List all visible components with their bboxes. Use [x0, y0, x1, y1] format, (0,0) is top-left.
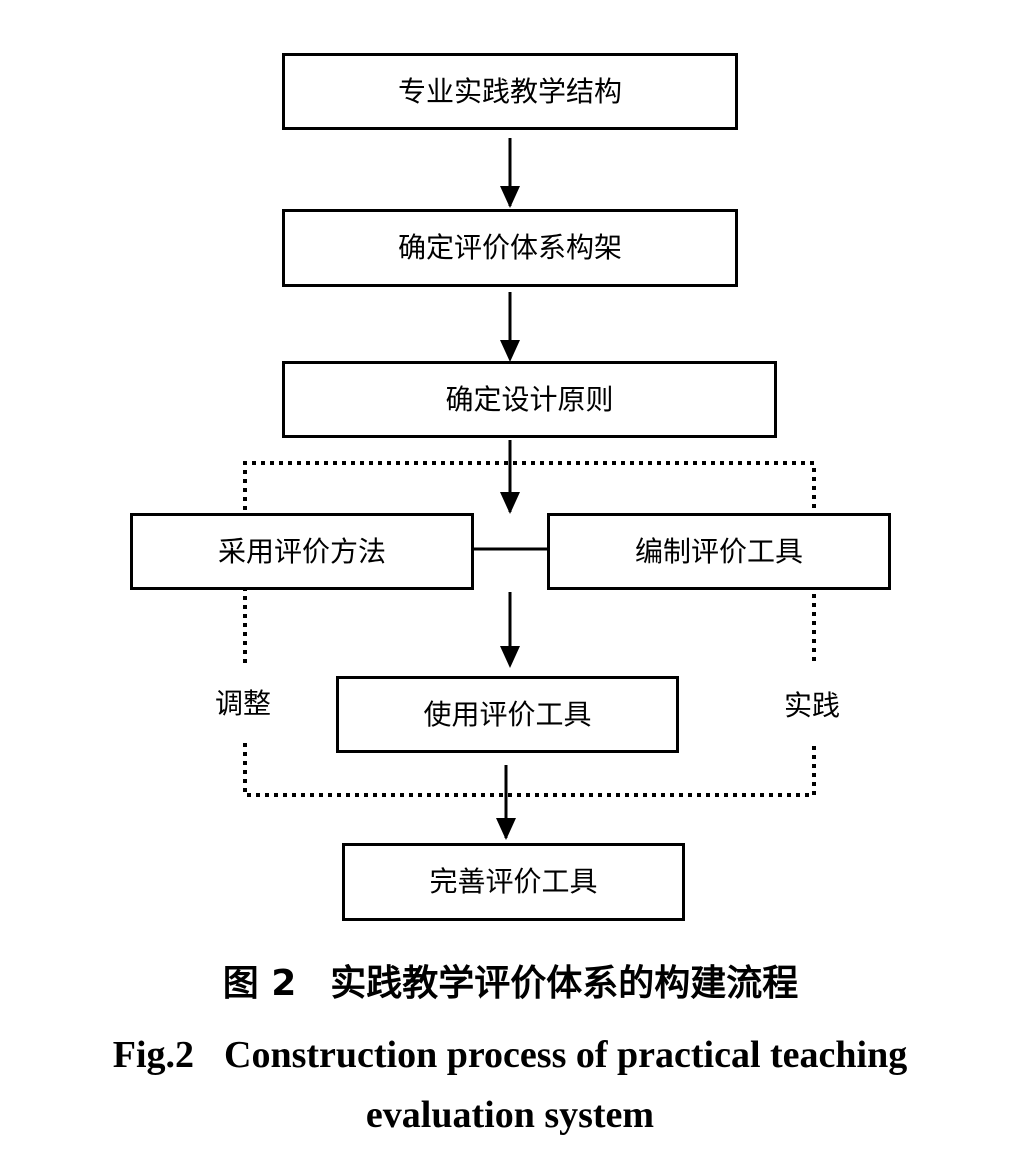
- node-methods: 采用评价方法: [130, 513, 474, 590]
- node-structure: 专业实践教学结构: [282, 53, 738, 130]
- node-improve: 完善评价工具: [342, 843, 685, 921]
- caption-en-title: Construction process of practical teachi…: [224, 1034, 908, 1136]
- node-structure-label: 专业实践教学结构: [397, 74, 622, 108]
- node-principles: 确定设计原则: [282, 361, 777, 438]
- caption-chinese: 图 2 实践教学评价体系的构建流程: [0, 960, 1021, 1008]
- arrowhead-2: [500, 340, 520, 362]
- node-framework-label: 确定评价体系构架: [397, 231, 622, 264]
- node-use: 使用评价工具: [336, 676, 679, 753]
- arrowhead-1: [500, 186, 520, 208]
- node-compile-label: 编制评价工具: [634, 534, 803, 568]
- node-framework: 确定评价体系构架: [282, 209, 738, 287]
- caption-cn-number: 图 2: [222, 963, 297, 1004]
- caption-english: Fig.2 Construction process of practical t…: [80, 1025, 940, 1145]
- loop-label-right: 实践: [784, 689, 841, 722]
- node-use-label: 使用评价工具: [423, 697, 592, 731]
- node-improve-label: 完善评价工具: [429, 865, 598, 898]
- loop-label-left: 调整: [215, 687, 272, 720]
- arrowhead-4: [500, 646, 520, 668]
- node-principles-label: 确定设计原则: [445, 382, 614, 416]
- caption-en-number: Fig.2: [112, 1034, 195, 1076]
- node-methods-label: 采用评价方法: [217, 534, 386, 568]
- arrowhead-3: [500, 492, 520, 514]
- caption-cn-title: 实践教学评价体系的构建流程: [330, 963, 799, 1004]
- arrowhead-5: [496, 818, 516, 840]
- node-compile: 编制评价工具: [547, 513, 891, 590]
